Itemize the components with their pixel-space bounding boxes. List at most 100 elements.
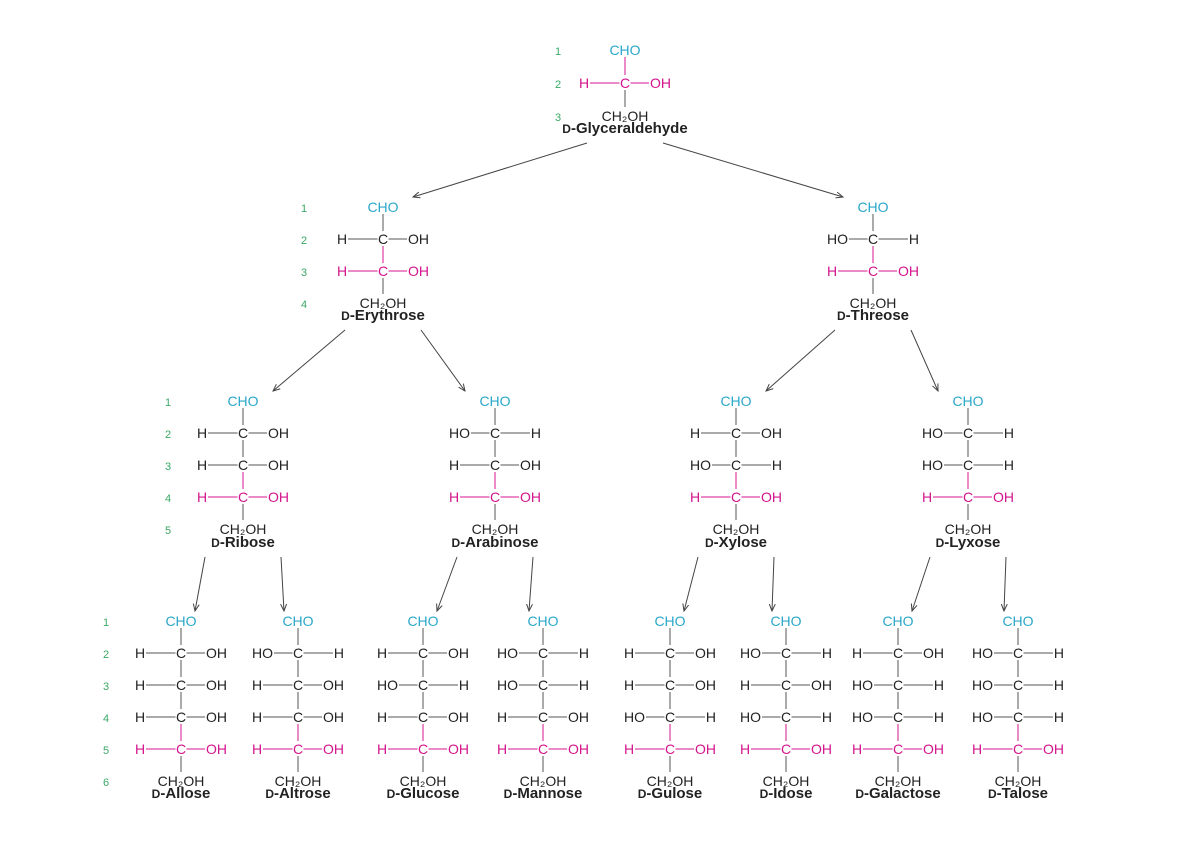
hydroxyl-left: HO	[740, 709, 761, 725]
sugar-name-text: -Threose	[846, 307, 909, 324]
carbon-atom: C	[238, 489, 248, 505]
hydroxyl-right: OH	[568, 709, 589, 725]
hydrogen-right: H	[1004, 457, 1014, 473]
carbon-number: 1	[103, 617, 109, 629]
terminal-group: CH₂OH	[875, 773, 922, 789]
hydroxyl-left: HO	[972, 645, 993, 661]
carbon-atom: C	[293, 645, 303, 661]
hydroxyl-left: HO	[624, 709, 645, 725]
aldehyde-group: CHO	[479, 393, 510, 409]
carbon-atom: C	[238, 457, 248, 473]
d-prefix: D	[988, 787, 997, 801]
hydrogen-left: H	[252, 709, 262, 725]
sugar-name: D-Altrose	[265, 785, 330, 802]
terminal-group: CH₂OH	[763, 773, 810, 789]
carbon-atom: C	[620, 75, 630, 91]
sugar-name-text: -Talose	[997, 785, 1048, 802]
carbon-atom: C	[293, 741, 303, 757]
hydrogen-left: H	[624, 645, 634, 661]
arrow-glyceraldehyde-to-threose	[662, 142, 843, 197]
hydroxyl-right: OH	[323, 741, 344, 757]
hydrogen-left: H	[690, 425, 700, 441]
terminal-group: CH₂OH	[360, 295, 407, 311]
hydroxyl-left: HO	[497, 677, 518, 693]
carbon-number: 1	[301, 203, 307, 215]
hydroxyl-right: OH	[206, 709, 227, 725]
hydrogen-left: H	[579, 75, 589, 91]
carbon-atom: C	[963, 425, 973, 441]
carbon-atom: C	[418, 741, 428, 757]
carbon-atom: C	[781, 741, 791, 757]
hydrogen-right: H	[531, 425, 541, 441]
hydroxyl-right: OH	[761, 489, 782, 505]
carbon-number: 2	[165, 429, 171, 441]
sugar-name: D-Erythrose	[341, 307, 425, 324]
hydroxyl-left: HO	[922, 425, 943, 441]
arrow-ribose-to-allose	[195, 556, 206, 611]
hydrogen-right: H	[822, 709, 832, 725]
d-prefix: D	[760, 787, 769, 801]
aldehyde-group: CHO	[857, 199, 888, 215]
aldehyde-group: CHO	[1002, 613, 1033, 629]
arrow-erythrose-to-ribose	[273, 329, 346, 391]
sugar-name: D-Allose	[152, 785, 211, 802]
hydrogen-left: H	[252, 677, 262, 693]
hydroxyl-right: OH	[408, 231, 429, 247]
d-prefix: D	[638, 787, 647, 801]
carbon-atom: C	[781, 709, 791, 725]
hydroxyl-right: OH	[206, 677, 227, 693]
hydroxyl-right: OH	[520, 489, 541, 505]
carbon-atom: C	[781, 645, 791, 661]
carbon-atom: C	[731, 457, 741, 473]
hydrogen-left: H	[497, 709, 507, 725]
hydrogen-right: H	[579, 645, 589, 661]
carbon-number: 3	[103, 681, 109, 693]
hydrogen-right: H	[459, 677, 469, 693]
carbon-atom: C	[418, 709, 428, 725]
sugar-name-text: -Arabinose	[460, 534, 538, 551]
arrows-layer	[195, 142, 1006, 611]
hydroxyl-left: HO	[827, 231, 848, 247]
carbon-number: 3	[301, 267, 307, 279]
d-prefix: D	[341, 309, 350, 323]
terminal-group: CH₂OH	[158, 773, 205, 789]
hydroxyl-right: OH	[695, 741, 716, 757]
carbon-number: 5	[165, 525, 171, 537]
carbon-number: 2	[301, 235, 307, 247]
hydrogen-left: H	[197, 457, 207, 473]
carbon-atom: C	[293, 709, 303, 725]
hydrogen-right: H	[1054, 677, 1064, 693]
hydrogen-left: H	[135, 741, 145, 757]
d-prefix: D	[562, 122, 571, 136]
carbon-atom: C	[665, 709, 675, 725]
carbon-atom: C	[176, 677, 186, 693]
sugar-name: D-Glucose	[387, 785, 460, 802]
arrow-erythrose-to-arabinose	[420, 329, 465, 391]
aldehyde-group: CHO	[227, 393, 258, 409]
sugar-name: D-Arabinose	[451, 534, 538, 551]
carbon-atom: C	[868, 263, 878, 279]
sugar-name-text: -Gulose	[646, 785, 702, 802]
hydrogen-left: H	[135, 709, 145, 725]
hydroxyl-right: OH	[206, 741, 227, 757]
carbon-number: 3	[555, 112, 561, 124]
hydrogen-right: H	[579, 677, 589, 693]
hydrogen-left: H	[740, 741, 750, 757]
terminal-group: CH₂OH	[520, 773, 567, 789]
